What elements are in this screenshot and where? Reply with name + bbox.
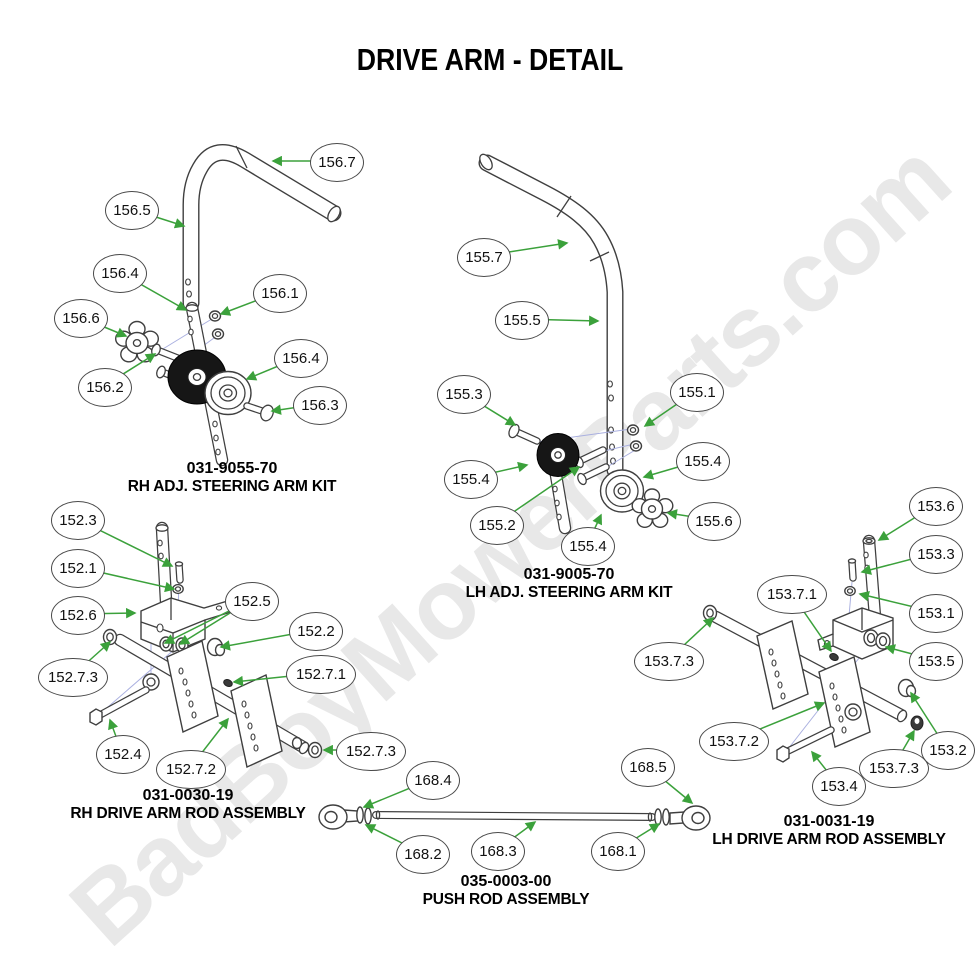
callout-155.4: 155.4 [561,526,615,566]
callout-156.7: 156.7 [310,142,364,182]
callout-152.7.2: 152.7.2 [156,749,226,789]
callout-153.5: 153.5 [909,641,963,681]
nut-drawing [208,310,225,340]
callout-155.2: 155.2 [470,505,524,545]
assembly-name: RH ADJ. STEERING ARM KIT [127,478,337,495]
assembly-name: LH ADJ. STEERING ARM KIT [465,584,673,601]
lh-steering-arm-kit-drawing [478,153,674,535]
callout-168.4: 168.4 [406,760,460,800]
callout-168.5: 168.5 [621,747,675,787]
callout-152.5: 152.5 [225,581,279,621]
callout-153.7.1: 153.7.1 [757,574,827,614]
callout-152.2: 152.2 [289,611,343,651]
part-number: 031-9055-70 [186,460,278,477]
assembly-name: PUSH ROD ASSEMBLY [422,891,590,908]
callout-153.6: 153.6 [909,486,963,526]
part-number: 031-0031-19 [783,813,875,830]
callout-153.3: 153.3 [909,534,963,574]
callout-168.1: 168.1 [591,831,645,871]
title-bar: DRIVE ARM - DETAIL [0,42,980,78]
callout-152.3: 152.3 [51,500,105,540]
callout-153.7.3: 153.7.3 [859,748,929,788]
part-number: 031-9005-70 [523,566,615,583]
callout-155.4: 155.4 [444,459,498,499]
part-number: 035-0003-00 [460,873,552,890]
callout-153.2: 153.2 [921,730,975,770]
callout-155.7: 155.7 [457,237,511,277]
callout-152.6: 152.6 [51,595,105,635]
assembly-name: LH DRIVE ARM ROD ASSEMBLY [712,831,946,848]
callout-152.7.3: 152.7.3 [336,731,406,771]
callout-155.4: 155.4 [676,441,730,481]
part-number: 031-0030-19 [142,787,234,804]
callout-153.1: 153.1 [909,593,963,633]
callout-152.7.1: 152.7.1 [286,654,356,694]
knob-drawing [631,488,674,528]
assembly-name: RH DRIVE ARM ROD ASSEMBLY [70,805,306,822]
callout-153.7.3: 153.7.3 [634,641,704,681]
page-title: DRIVE ARM - DETAIL [356,42,624,77]
callout-156.1: 156.1 [253,273,307,313]
callout-156.5: 156.5 [105,190,159,230]
callout-156.2: 156.2 [78,367,132,407]
callout-156.4: 156.4 [274,338,328,378]
callout-156.3: 156.3 [293,385,347,425]
callout-168.2: 168.2 [396,834,450,874]
callout-153.7.2: 153.7.2 [699,721,769,761]
callout-155.5: 155.5 [495,300,549,340]
callout-155.6: 155.6 [687,501,741,541]
callout-156.6: 156.6 [54,298,108,338]
callout-152.7.3: 152.7.3 [38,657,108,697]
callout-155.1: 155.1 [670,372,724,412]
callout-156.4: 156.4 [93,253,147,293]
callout-153.4: 153.4 [812,766,866,806]
push-rod-drawing [318,804,711,831]
rh-steering-arm-kit-drawing [114,144,342,467]
lh-drive-arm-rod-drawing [702,534,924,763]
callout-152.4: 152.4 [96,734,150,774]
callout-155.3: 155.3 [437,374,491,414]
callout-152.1: 152.1 [51,548,105,588]
callout-168.3: 168.3 [471,831,525,871]
